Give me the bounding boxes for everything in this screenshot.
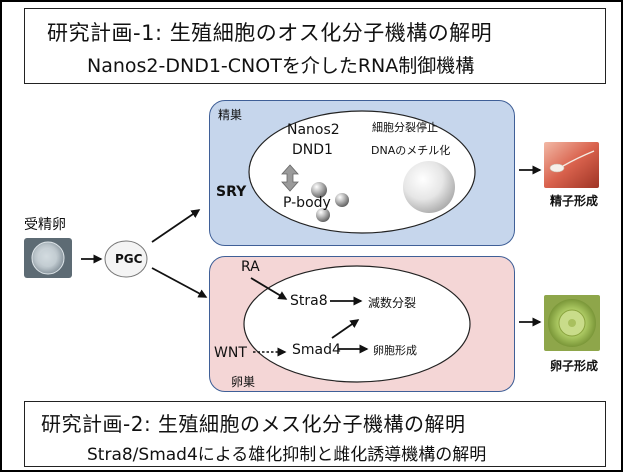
header-title: 研究計画-1: 生殖細胞のオス化分子機構の解明 <box>47 21 493 45</box>
pbody-granule <box>335 193 349 207</box>
pbody-granule <box>311 182 327 198</box>
cell-division-arrest-label: 細胞分裂停止 <box>372 121 438 134</box>
header-subtitle: Nanos2-DND1-CNOTを介したRNA制御機構 <box>87 55 475 77</box>
dna-methylation-label: DNAのメチル化 <box>371 144 451 157</box>
footer-box: 研究計画-2: 生殖細胞のメス化分子機構の解明 Stra8/Smad4による雄化… <box>24 401 606 467</box>
ra-label: RA <box>241 259 260 275</box>
pgc-label: PGC <box>115 252 143 266</box>
dnd1-pbody-double-arrow <box>281 164 299 192</box>
arrow-ra-to-stra8 <box>250 277 288 300</box>
spermatogenesis-label: 精子形成 <box>550 194 599 208</box>
stra8-label: Stra8 <box>290 293 328 309</box>
footer-subtitle: Stra8/Smad4による雄化抑制と雌化誘導機構の解明 <box>87 445 487 465</box>
dnd1-label: DND1 <box>292 142 333 158</box>
footer-title: 研究計画-2: 生殖細胞のメス化分子機構の解明 <box>41 412 466 436</box>
arrow-smad4-to-meiosis <box>331 319 360 339</box>
sperm-image <box>544 142 599 188</box>
smad4-label: Smad4 <box>292 342 341 358</box>
wnt-label: WNT <box>214 345 247 361</box>
pbody-label: P-body <box>283 195 331 211</box>
oocyte-formation-label: 卵子形成 <box>550 359 599 373</box>
header-box: 研究計画-1: 生殖細胞のオス化分子機構の解明 Nanos2-DND1-CNOT… <box>24 8 606 84</box>
ovary-label: 卵巣 <box>231 375 256 389</box>
ovary-cell-ellipse <box>243 265 471 383</box>
arrow-pgc-to-ovary <box>151 267 208 298</box>
pgc-cell <box>104 240 148 278</box>
sry-label: SRY <box>216 184 247 200</box>
pbody-granule <box>316 208 330 222</box>
oogenesis-label: 卵胞形成 <box>373 344 417 357</box>
nanos2-label: Nanos2 <box>287 122 340 138</box>
nucleus-sphere <box>403 161 455 213</box>
fertilized-egg-label: 受精卵 <box>24 217 66 233</box>
testis-label: 精巣 <box>218 108 243 122</box>
arrow-pgc-to-testis <box>151 209 201 243</box>
meiosis-label: 減数分裂 <box>368 296 417 310</box>
